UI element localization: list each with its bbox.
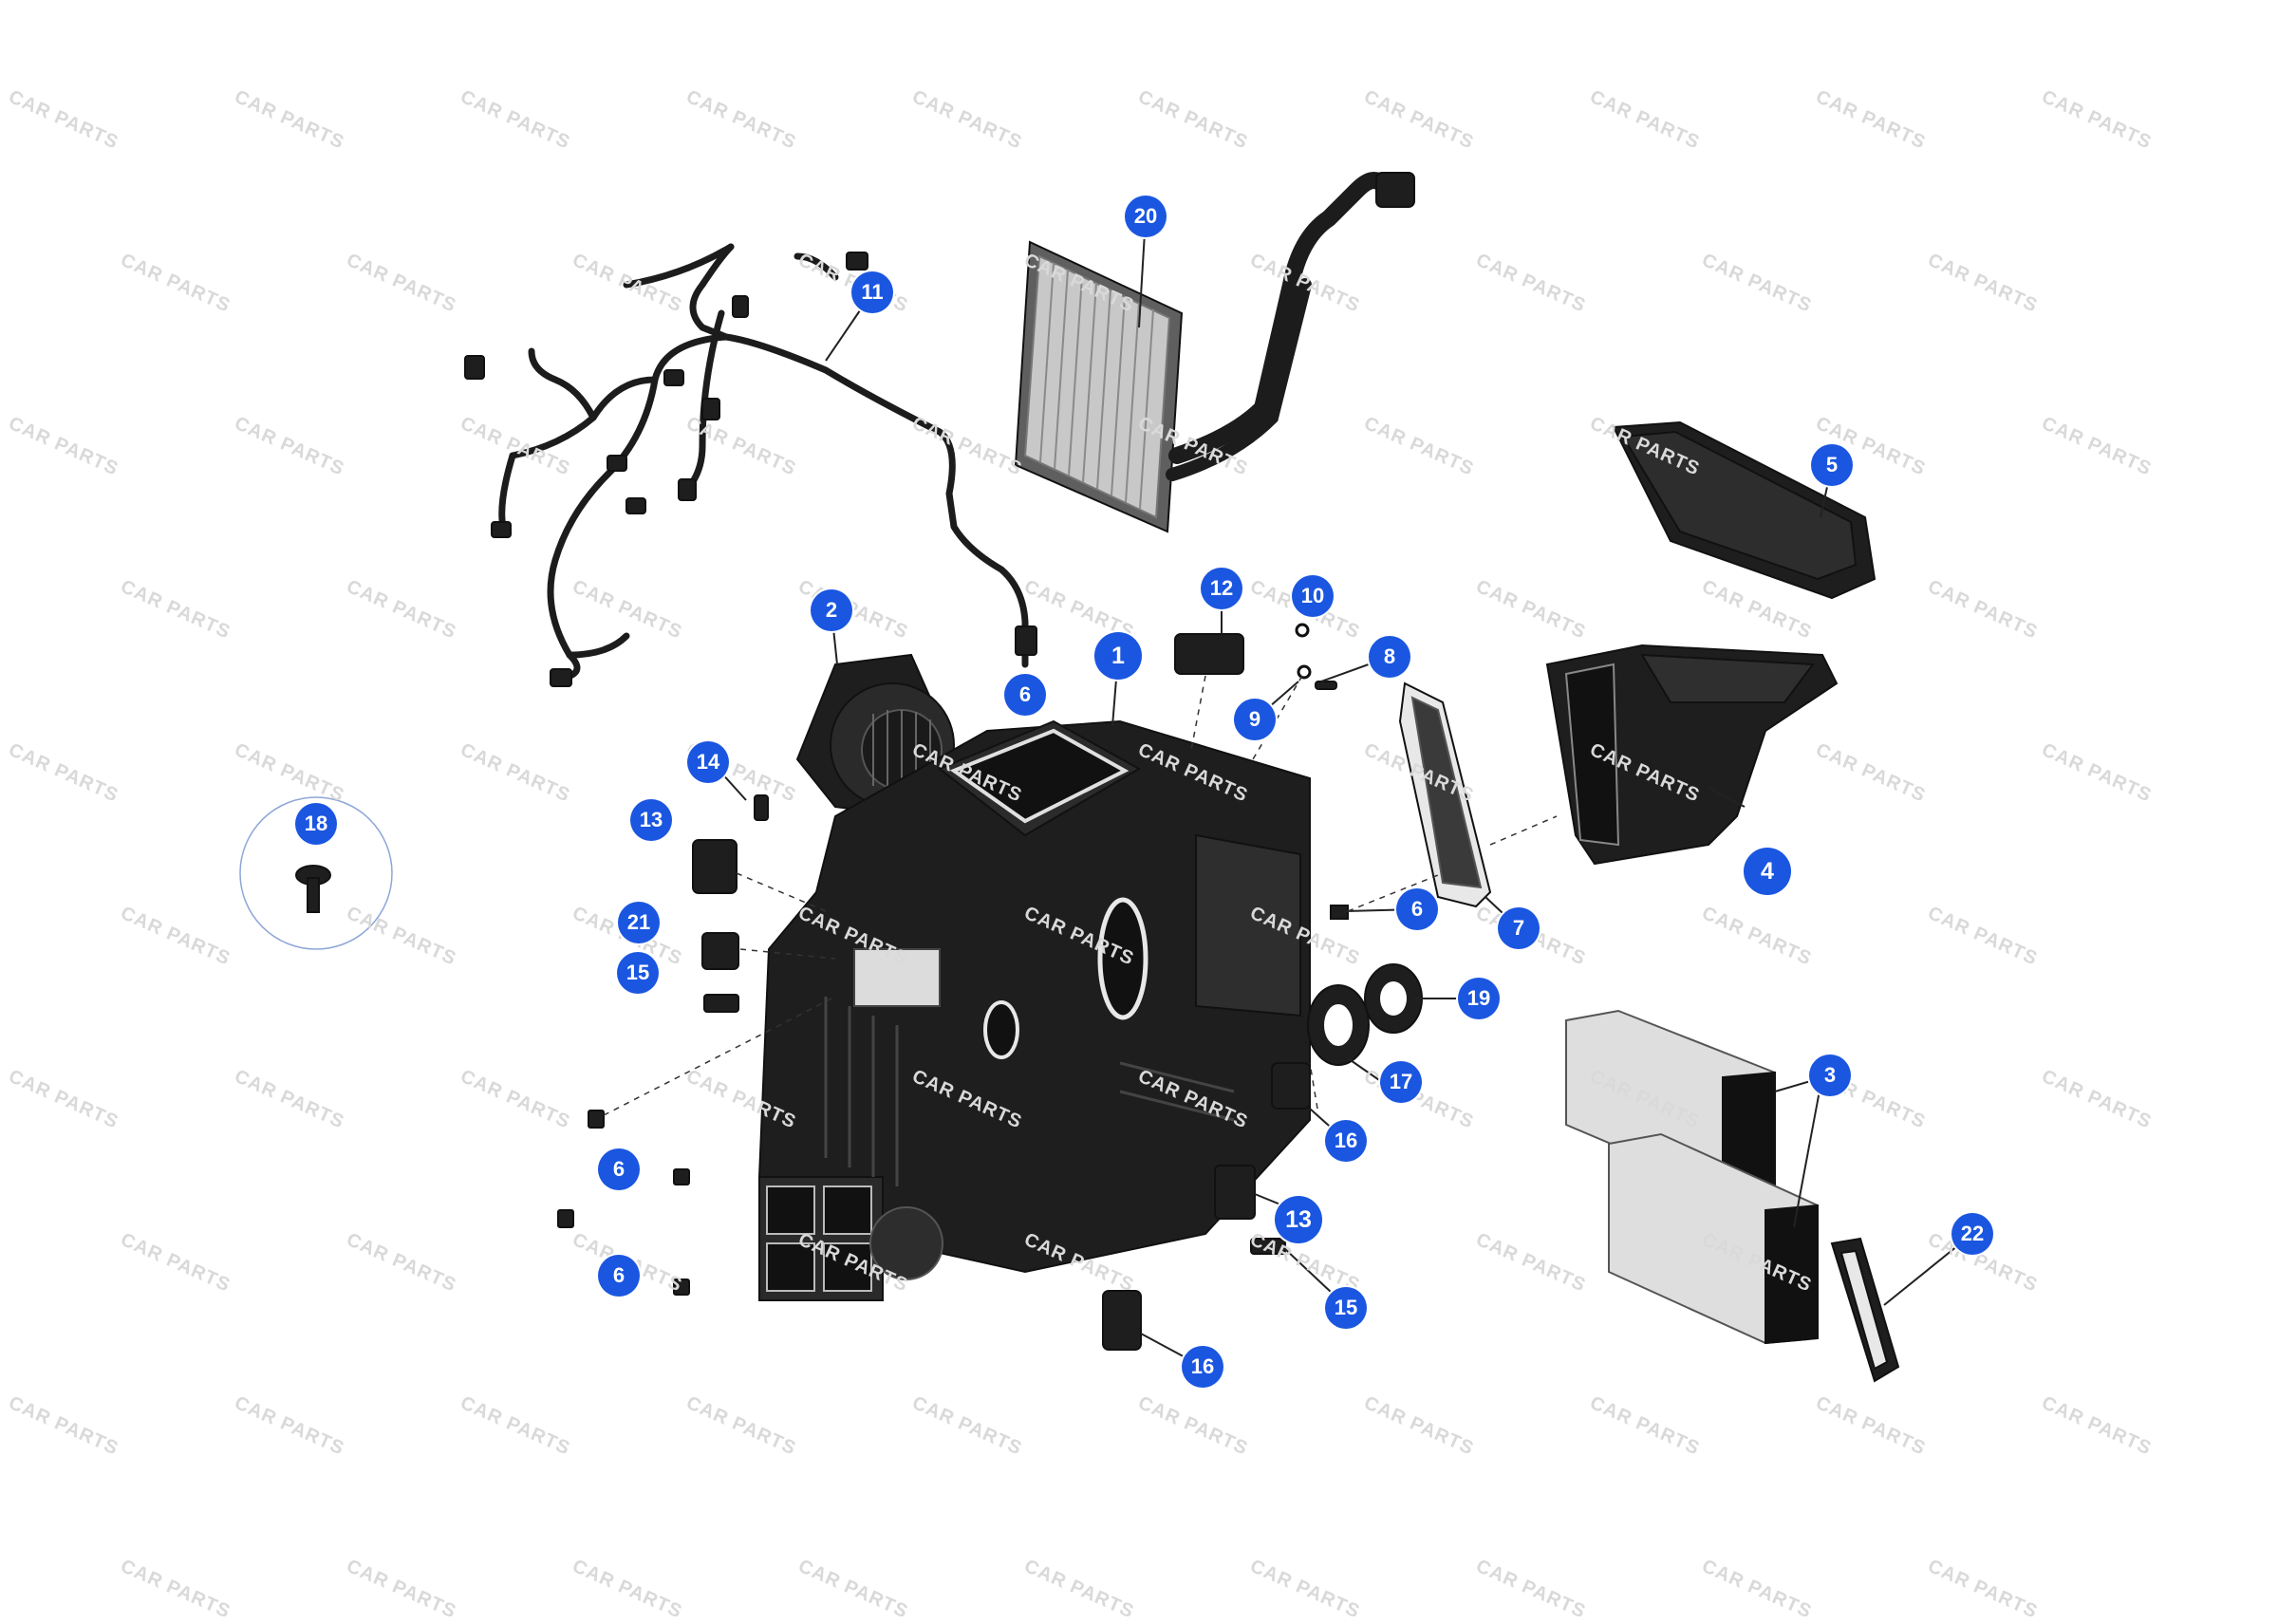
callout-12: 12 bbox=[1201, 568, 1242, 609]
callout-3: 3 bbox=[1809, 1055, 1851, 1096]
cabin-filter bbox=[1565, 1009, 1819, 1345]
filter-cover bbox=[1612, 420, 1877, 600]
callout-15: 15 bbox=[1325, 1287, 1367, 1329]
callout-6: 6 bbox=[1396, 888, 1438, 930]
callout-8: 8 bbox=[1369, 636, 1410, 678]
callout-18: 18 bbox=[295, 803, 337, 845]
callout-13: 13 bbox=[1275, 1196, 1322, 1243]
bolt bbox=[295, 865, 331, 913]
callout-10: 10 bbox=[1292, 575, 1334, 617]
callout-16: 16 bbox=[1325, 1120, 1367, 1162]
callout-2: 2 bbox=[811, 589, 852, 631]
callout-13: 13 bbox=[630, 799, 672, 841]
filter-element bbox=[1398, 681, 1492, 908]
assembly-dashes bbox=[603, 675, 1558, 1116]
callout-9: 9 bbox=[1234, 699, 1276, 740]
callout-7: 7 bbox=[1498, 907, 1540, 949]
callout-1: 1 bbox=[1094, 632, 1142, 680]
heater-core bbox=[1014, 172, 1415, 533]
callout-21: 21 bbox=[618, 902, 660, 943]
callout-19: 19 bbox=[1458, 978, 1500, 1019]
callout-14: 14 bbox=[687, 741, 729, 783]
hvac-housing bbox=[757, 719, 1311, 1301]
callout-17: 17 bbox=[1380, 1061, 1422, 1103]
detail-circle bbox=[239, 796, 393, 950]
harness-connectors bbox=[464, 252, 1037, 687]
wiring-harness bbox=[498, 243, 1029, 682]
callout-11: 11 bbox=[851, 271, 893, 313]
foam-ring bbox=[1307, 963, 1423, 1066]
callout-16: 16 bbox=[1182, 1346, 1223, 1388]
small-parts bbox=[557, 623, 1349, 1351]
callout-20: 20 bbox=[1125, 196, 1167, 237]
callout-15: 15 bbox=[617, 952, 659, 994]
callout-22: 22 bbox=[1951, 1213, 1993, 1255]
callout-6: 6 bbox=[598, 1148, 640, 1190]
callout-5: 5 bbox=[1811, 444, 1853, 486]
filter-hatch bbox=[1830, 1237, 1900, 1383]
callout-4: 4 bbox=[1744, 848, 1791, 895]
air-intake-duct bbox=[1545, 644, 1839, 866]
callout-6: 6 bbox=[1004, 674, 1046, 716]
callout-6: 6 bbox=[598, 1255, 640, 1297]
